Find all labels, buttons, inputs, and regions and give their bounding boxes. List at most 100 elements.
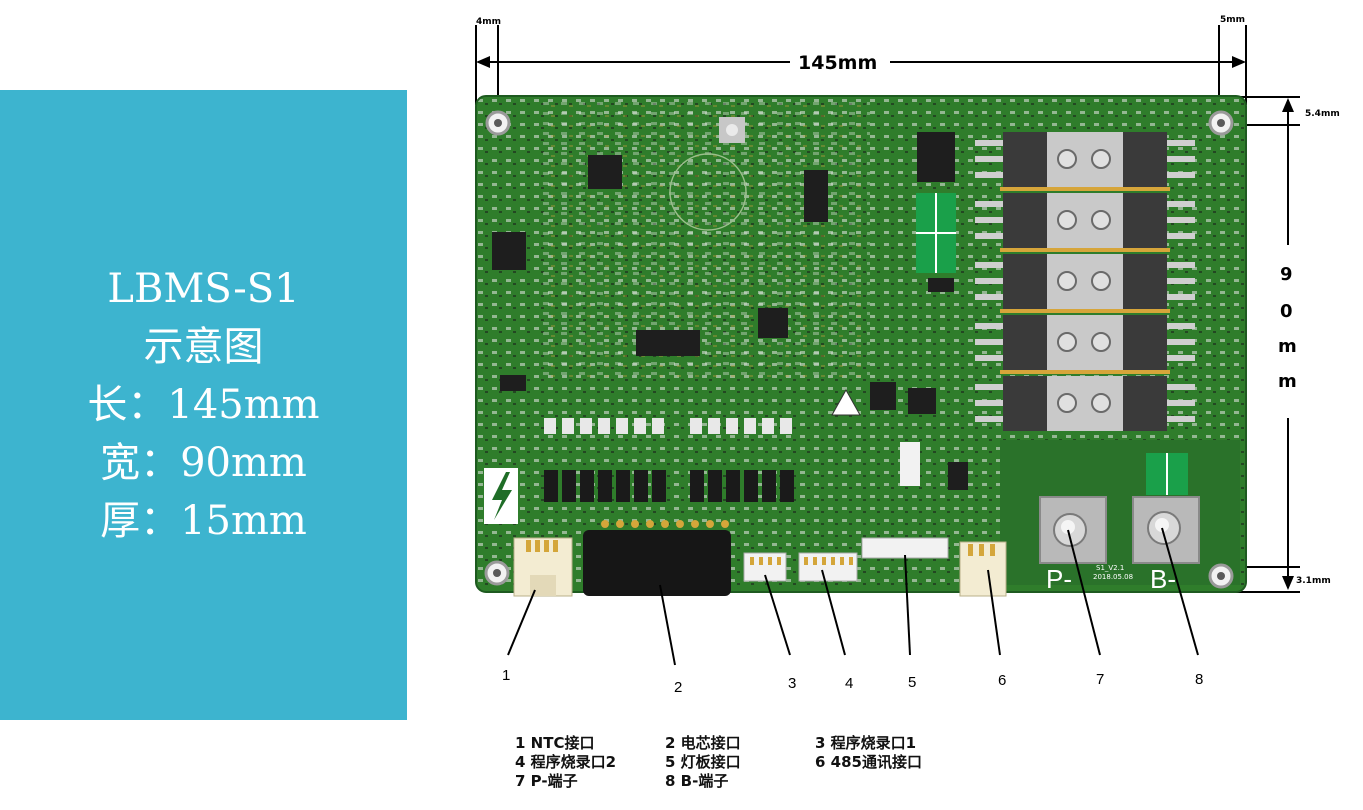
- mosfet-lead: [1167, 201, 1195, 207]
- capacitor: [580, 418, 592, 434]
- dimension-lines: [475, 25, 1300, 593]
- mosfet-lead: [975, 355, 1003, 361]
- header-pin: [676, 520, 684, 528]
- width-char-4: m: [1278, 371, 1297, 392]
- mosfet-lead: [1167, 323, 1195, 329]
- resistor: [780, 470, 794, 502]
- info-panel: LBMS-S1 示意图 长：145mm 宽：90mm 厚：15mm: [0, 90, 407, 720]
- mosfet-lead: [1167, 294, 1195, 300]
- mosfet-right: [1123, 376, 1167, 431]
- resistor: [762, 470, 776, 502]
- mosfet-lead: [1167, 400, 1195, 406]
- mosfet-lead: [975, 384, 1003, 390]
- legend-item-4: 4 程序烧录口2: [515, 753, 617, 771]
- capacitor: [616, 418, 628, 434]
- mosfet-lead: [1167, 416, 1195, 422]
- busbar-divider: [1000, 370, 1170, 374]
- terminal-b-label: B-: [1150, 564, 1176, 594]
- resistor: [562, 470, 576, 502]
- resistor: [708, 470, 722, 502]
- mosfet-lead: [1167, 233, 1195, 239]
- width-char-1: 9: [1280, 264, 1293, 285]
- diagram-caption: 示意图: [143, 324, 264, 370]
- thickness-spec: 厚：15mm: [100, 498, 307, 544]
- legend-item-5: 5 灯板接口: [665, 753, 741, 771]
- mosfet-array: [975, 132, 1195, 431]
- busbar-screw: [1091, 332, 1111, 352]
- board-date: 2018.05.08: [1093, 573, 1133, 581]
- header-pin: [631, 520, 639, 528]
- connector-pins: [526, 520, 995, 565]
- header-pin: [979, 544, 984, 556]
- capacitor: [744, 418, 756, 434]
- mosfet-lead: [975, 262, 1003, 268]
- capacitor: [780, 418, 792, 434]
- capacitor: [544, 418, 556, 434]
- mosfet-lead: [1167, 140, 1195, 146]
- capacitor: [762, 418, 774, 434]
- mosfet-lead: [975, 233, 1003, 239]
- busbar-screw: [1091, 149, 1111, 169]
- header-pin: [526, 540, 531, 552]
- mosfet-lead: [1167, 217, 1195, 223]
- board-version: S1_V2.1: [1096, 564, 1124, 572]
- resistor: [652, 470, 666, 502]
- header-pin: [706, 520, 714, 528]
- right-margin-label: 5mm: [1220, 15, 1245, 25]
- width-char-3: m: [1278, 336, 1297, 357]
- mosfet-lead: [1167, 339, 1195, 345]
- callout-6: 6: [998, 672, 1006, 689]
- busbar-screw: [1091, 393, 1111, 413]
- mosfet-lead: [975, 172, 1003, 178]
- header-pin: [661, 520, 669, 528]
- terminal-b-minus: [1132, 496, 1200, 564]
- legend-item-8: 8 B-端子: [665, 772, 729, 790]
- width-spec: 宽：90mm: [100, 440, 307, 486]
- mosfet-left: [1003, 132, 1047, 187]
- mosfet-lead: [975, 339, 1003, 345]
- mosfet-left: [1003, 376, 1047, 431]
- header-pin: [813, 557, 817, 565]
- legend-item-1: 1 NTC接口: [515, 734, 595, 752]
- header-pin: [831, 557, 835, 565]
- mosfet-lead: [975, 140, 1003, 146]
- mosfet-lead: [975, 278, 1003, 284]
- model-name: LBMS-S1: [107, 266, 300, 312]
- mosfet-right: [1123, 132, 1167, 187]
- header-pin: [849, 557, 853, 565]
- mosfet-lead: [975, 416, 1003, 422]
- header-pin: [535, 540, 540, 552]
- mosfet-left: [1003, 254, 1047, 309]
- mosfet-lead: [975, 294, 1003, 300]
- busbar-screw: [1057, 149, 1077, 169]
- callout-1: 1: [502, 667, 510, 684]
- header-pin: [968, 544, 973, 556]
- header-pin: [750, 557, 754, 565]
- mosfet-right: [1123, 254, 1167, 309]
- callout-4: 4: [845, 675, 853, 692]
- mosfet-left: [1003, 193, 1047, 248]
- callout-7: 7: [1096, 671, 1104, 688]
- mosfet-right: [1123, 315, 1167, 370]
- header-pin: [822, 557, 826, 565]
- mosfet-left: [1003, 315, 1047, 370]
- misc-parts: [484, 117, 1188, 524]
- mosfet-lead: [1167, 355, 1195, 361]
- bottom-offset-label: 3.1mm: [1296, 576, 1331, 586]
- length-spec: 长：145mm: [87, 382, 320, 428]
- header-pin: [990, 544, 995, 556]
- resistor: [744, 470, 758, 502]
- resistor: [634, 470, 648, 502]
- capacitor: [708, 418, 720, 434]
- resistor: [580, 470, 594, 502]
- header-pin: [616, 520, 624, 528]
- mosfet-lead: [1167, 384, 1195, 390]
- header-pin: [553, 540, 558, 552]
- connectors: [513, 530, 1007, 597]
- mosfet-lead: [975, 323, 1003, 329]
- left-margin-label: 4mm: [476, 17, 501, 27]
